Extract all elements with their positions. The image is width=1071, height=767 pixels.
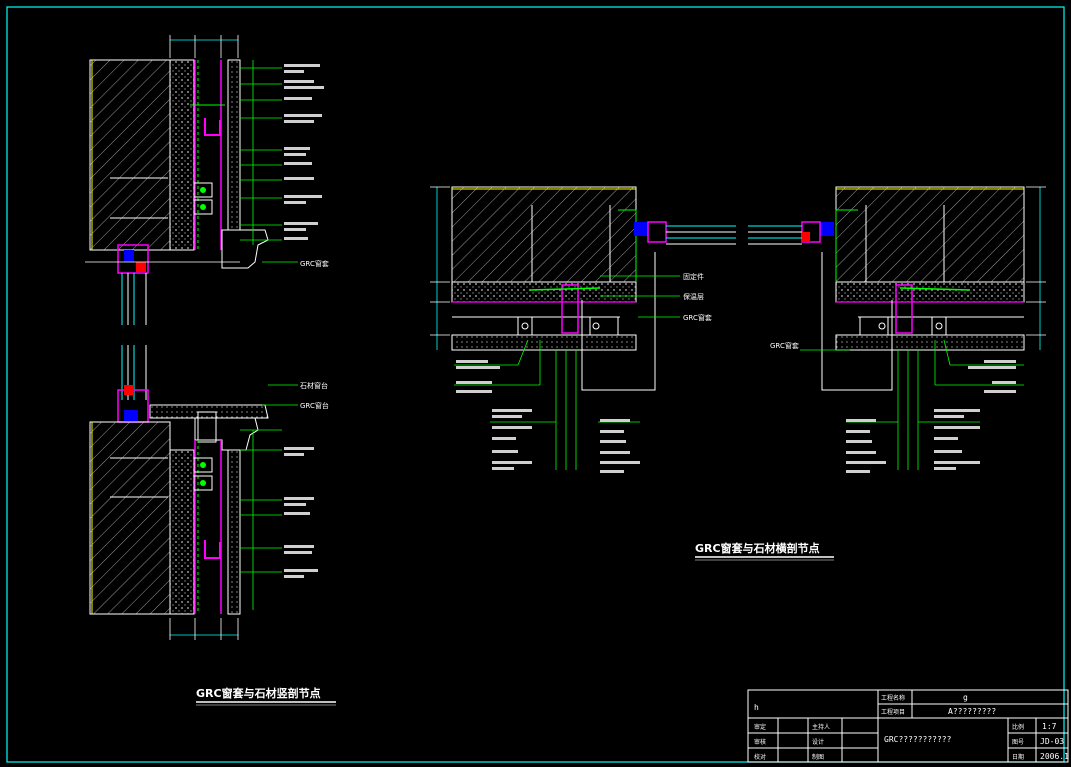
label-grc-frame-left: GRC窗套 [770, 341, 799, 350]
tb-role-label-1: 设计 [812, 738, 824, 746]
label-stone-sill: 石材窗台 [300, 381, 328, 390]
drawing-border [6, 6, 1065, 763]
tb-project-label: 工程名称 [881, 694, 905, 702]
tb-drawing-no-label: 图号 [1012, 739, 1024, 746]
label-fix-part: 固定件 [683, 272, 704, 281]
tb-drawing-name: GRC??????????? [884, 735, 952, 744]
tb-item-label: 工程项目 [881, 708, 905, 716]
tb-row-label-1: 审核 [754, 738, 766, 746]
title-vertical-section: GRC窗套与石材竖剖节点 [196, 686, 321, 700]
title-block [747, 689, 1069, 763]
tb-row-label-2: 校对 [754, 753, 766, 761]
stone-panel-upper [227, 59, 241, 231]
grc-sill [194, 417, 259, 451]
tb-drawing-no-value: JD-03 [1040, 737, 1064, 746]
horizontal-section-left: 固定件 保温层 GRC窗套 [430, 186, 736, 473]
vertical-section-lower: 石材窗台 GRC窗台 [89, 345, 329, 640]
grc-window-head [221, 229, 269, 269]
tb-cell-a: h [754, 703, 759, 712]
label-insulation: 保温层 [683, 292, 704, 301]
tb-scale-value: 1:7 [1042, 722, 1057, 731]
tb-date-value: 2006.1 [1040, 752, 1069, 761]
label-grc-window-frame: GRC窗套 [683, 313, 712, 322]
horizontal-section-right: GRC窗套 [748, 186, 1046, 473]
concrete-wall-lower [89, 421, 171, 615]
label-grc-frame: GRC窗套 [300, 259, 329, 268]
insulation-upper [169, 59, 195, 251]
tb-role-label-2: 制图 [812, 753, 824, 761]
label-grc-sill: GRC窗台 [300, 401, 329, 410]
tb-row-label-0: 审定 [754, 723, 766, 731]
tb-project-value: g [963, 693, 968, 702]
tb-date-label: 日期 [1012, 753, 1024, 761]
tb-item-value: A????????? [948, 707, 996, 716]
vertical-section-upper: GRC窗套 [85, 35, 329, 325]
title-horizontal-section: GRC窗套与石材横剖节点 [695, 541, 820, 555]
tb-scale-label: 比例 [1012, 723, 1024, 731]
tb-role-label-0: 主持人 [812, 723, 830, 731]
concrete-wall-upper [89, 59, 171, 251]
